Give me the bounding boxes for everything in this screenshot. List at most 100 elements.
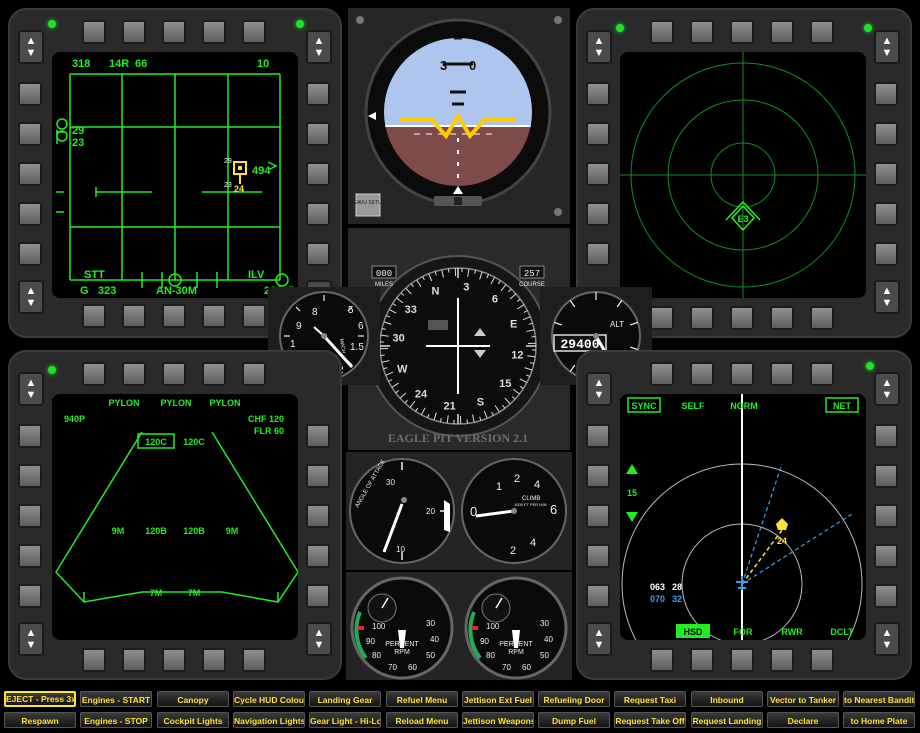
symbology-rocker[interactable]: ▲▼ [18,280,44,314]
command-button-request-taxi[interactable]: Request Taxi [614,691,686,707]
osb-right-5[interactable] [306,242,330,266]
osb-bottom-2[interactable] [690,648,714,672]
brightness-rocker[interactable]: ▲▼ [18,372,44,406]
command-button-reload-menu[interactable]: Reload Menu [386,712,458,728]
osb-right-2[interactable] [306,122,330,146]
osb-bottom-1[interactable] [82,304,106,328]
command-button-eject-press-3x[interactable]: EJECT - Press 3x [4,691,76,707]
osb-left-5[interactable] [586,584,610,608]
osb-left-5[interactable] [18,584,42,608]
osb-right-1[interactable] [874,82,898,106]
osb-bottom-1[interactable] [650,306,674,330]
osb-right-1[interactable] [306,82,330,106]
gain-rocker[interactable]: ▲▼ [874,622,900,656]
osb-top-1[interactable] [650,20,674,44]
osb-right-3[interactable] [874,504,898,528]
command-button-jettison-ext-fuel[interactable]: Jettison Ext Fuel [462,691,534,707]
contrast-rocker[interactable]: ▲▼ [306,30,332,64]
osb-left-3[interactable] [586,162,610,186]
osb-left-1[interactable] [18,82,42,106]
osb-right-4[interactable] [874,202,898,226]
osb-right-5[interactable] [874,584,898,608]
osb-top-2[interactable] [690,20,714,44]
command-button-to-nearest-bandit[interactable]: to Nearest Bandit [843,691,915,707]
command-button-cockpit-lights[interactable]: Cockpit Lights [157,712,229,728]
osb-bottom-3[interactable] [730,306,754,330]
osb-right-2[interactable] [874,464,898,488]
gain-rocker[interactable]: ▲▼ [306,622,332,656]
osb-right-1[interactable] [306,424,330,448]
osb-left-3[interactable] [18,162,42,186]
osb-left-4[interactable] [18,202,42,226]
osb-left-2[interactable] [18,122,42,146]
contrast-rocker[interactable]: ▲▼ [874,372,900,406]
osb-top-3[interactable] [162,362,186,386]
osb-bottom-4[interactable] [202,304,226,328]
brightness-rocker[interactable]: ▲▼ [586,30,612,64]
osb-left-4[interactable] [18,544,42,568]
osb-right-4[interactable] [306,544,330,568]
osb-left-1[interactable] [586,424,610,448]
osb-right-4[interactable] [874,544,898,568]
command-button-engines-stop[interactable]: Engines - STOP [80,712,152,728]
osb-bottom-2[interactable] [690,306,714,330]
brightness-rocker[interactable]: ▲▼ [18,30,44,64]
osb-left-3[interactable] [586,504,610,528]
symbology-rocker[interactable]: ▲▼ [874,280,900,314]
osb-left-2[interactable] [18,464,42,488]
osb-right-2[interactable] [874,122,898,146]
command-button-gear-light-hi-lo[interactable]: Gear Light - Hi-Lo [309,712,381,728]
osb-left-5[interactable] [18,242,42,266]
command-button-vector-to-tanker[interactable]: Vector to Tanker [767,691,839,707]
osb-left-1[interactable] [586,82,610,106]
osb-bottom-3[interactable] [730,648,754,672]
osb-top-4[interactable] [770,20,794,44]
osb-right-3[interactable] [874,162,898,186]
command-button-cycle-hud-colour[interactable]: Cycle HUD Colour [233,691,305,707]
osb-bottom-1[interactable] [82,648,106,672]
osb-top-5[interactable] [242,20,266,44]
osb-top-1[interactable] [82,362,106,386]
osb-bottom-4[interactable] [770,306,794,330]
osb-left-5[interactable] [586,242,610,266]
osb-left-3[interactable] [18,504,42,528]
osb-top-4[interactable] [202,20,226,44]
osb-bottom-5[interactable] [810,648,834,672]
command-button-respawn[interactable]: Respawn [4,712,76,728]
osb-bottom-1[interactable] [650,648,674,672]
command-button-navigation-lights[interactable]: Navigation Lights [233,712,305,728]
osb-bottom-5[interactable] [242,304,266,328]
osb-bottom-2[interactable] [122,648,146,672]
osb-top-3[interactable] [730,362,754,386]
command-button-inbound[interactable]: Inbound [691,691,763,707]
osb-top-5[interactable] [810,362,834,386]
osb-bottom-4[interactable] [770,648,794,672]
osb-top-3[interactable] [162,20,186,44]
osb-left-2[interactable] [586,464,610,488]
osb-right-4[interactable] [306,202,330,226]
osb-right-2[interactable] [306,464,330,488]
command-button-jettison-weapons[interactable]: Jettison Weapons [462,712,534,728]
osb-top-4[interactable] [770,362,794,386]
command-button-canopy[interactable]: Canopy [157,691,229,707]
contrast-rocker[interactable]: ▲▼ [874,30,900,64]
osb-left-1[interactable] [18,424,42,448]
osb-right-3[interactable] [306,162,330,186]
osb-left-2[interactable] [586,122,610,146]
osb-top-3[interactable] [730,20,754,44]
command-button-landing-gear[interactable]: Landing Gear [309,691,381,707]
osb-top-5[interactable] [810,20,834,44]
command-button-engines-start[interactable]: Engines - START [80,691,152,707]
command-button-request-landing[interactable]: Request Landing [691,712,763,728]
osb-bottom-5[interactable] [810,306,834,330]
leavu-setup-button[interactable] [355,193,381,217]
command-button-request-take-off[interactable]: Request Take Off [614,712,686,728]
osb-bottom-3[interactable] [162,304,186,328]
osb-top-2[interactable] [690,362,714,386]
osb-bottom-2[interactable] [122,304,146,328]
osb-bottom-5[interactable] [242,648,266,672]
command-button-refueling-door[interactable]: Refueling Door [538,691,610,707]
osb-top-1[interactable] [650,362,674,386]
osb-bottom-4[interactable] [202,648,226,672]
osb-top-2[interactable] [122,362,146,386]
